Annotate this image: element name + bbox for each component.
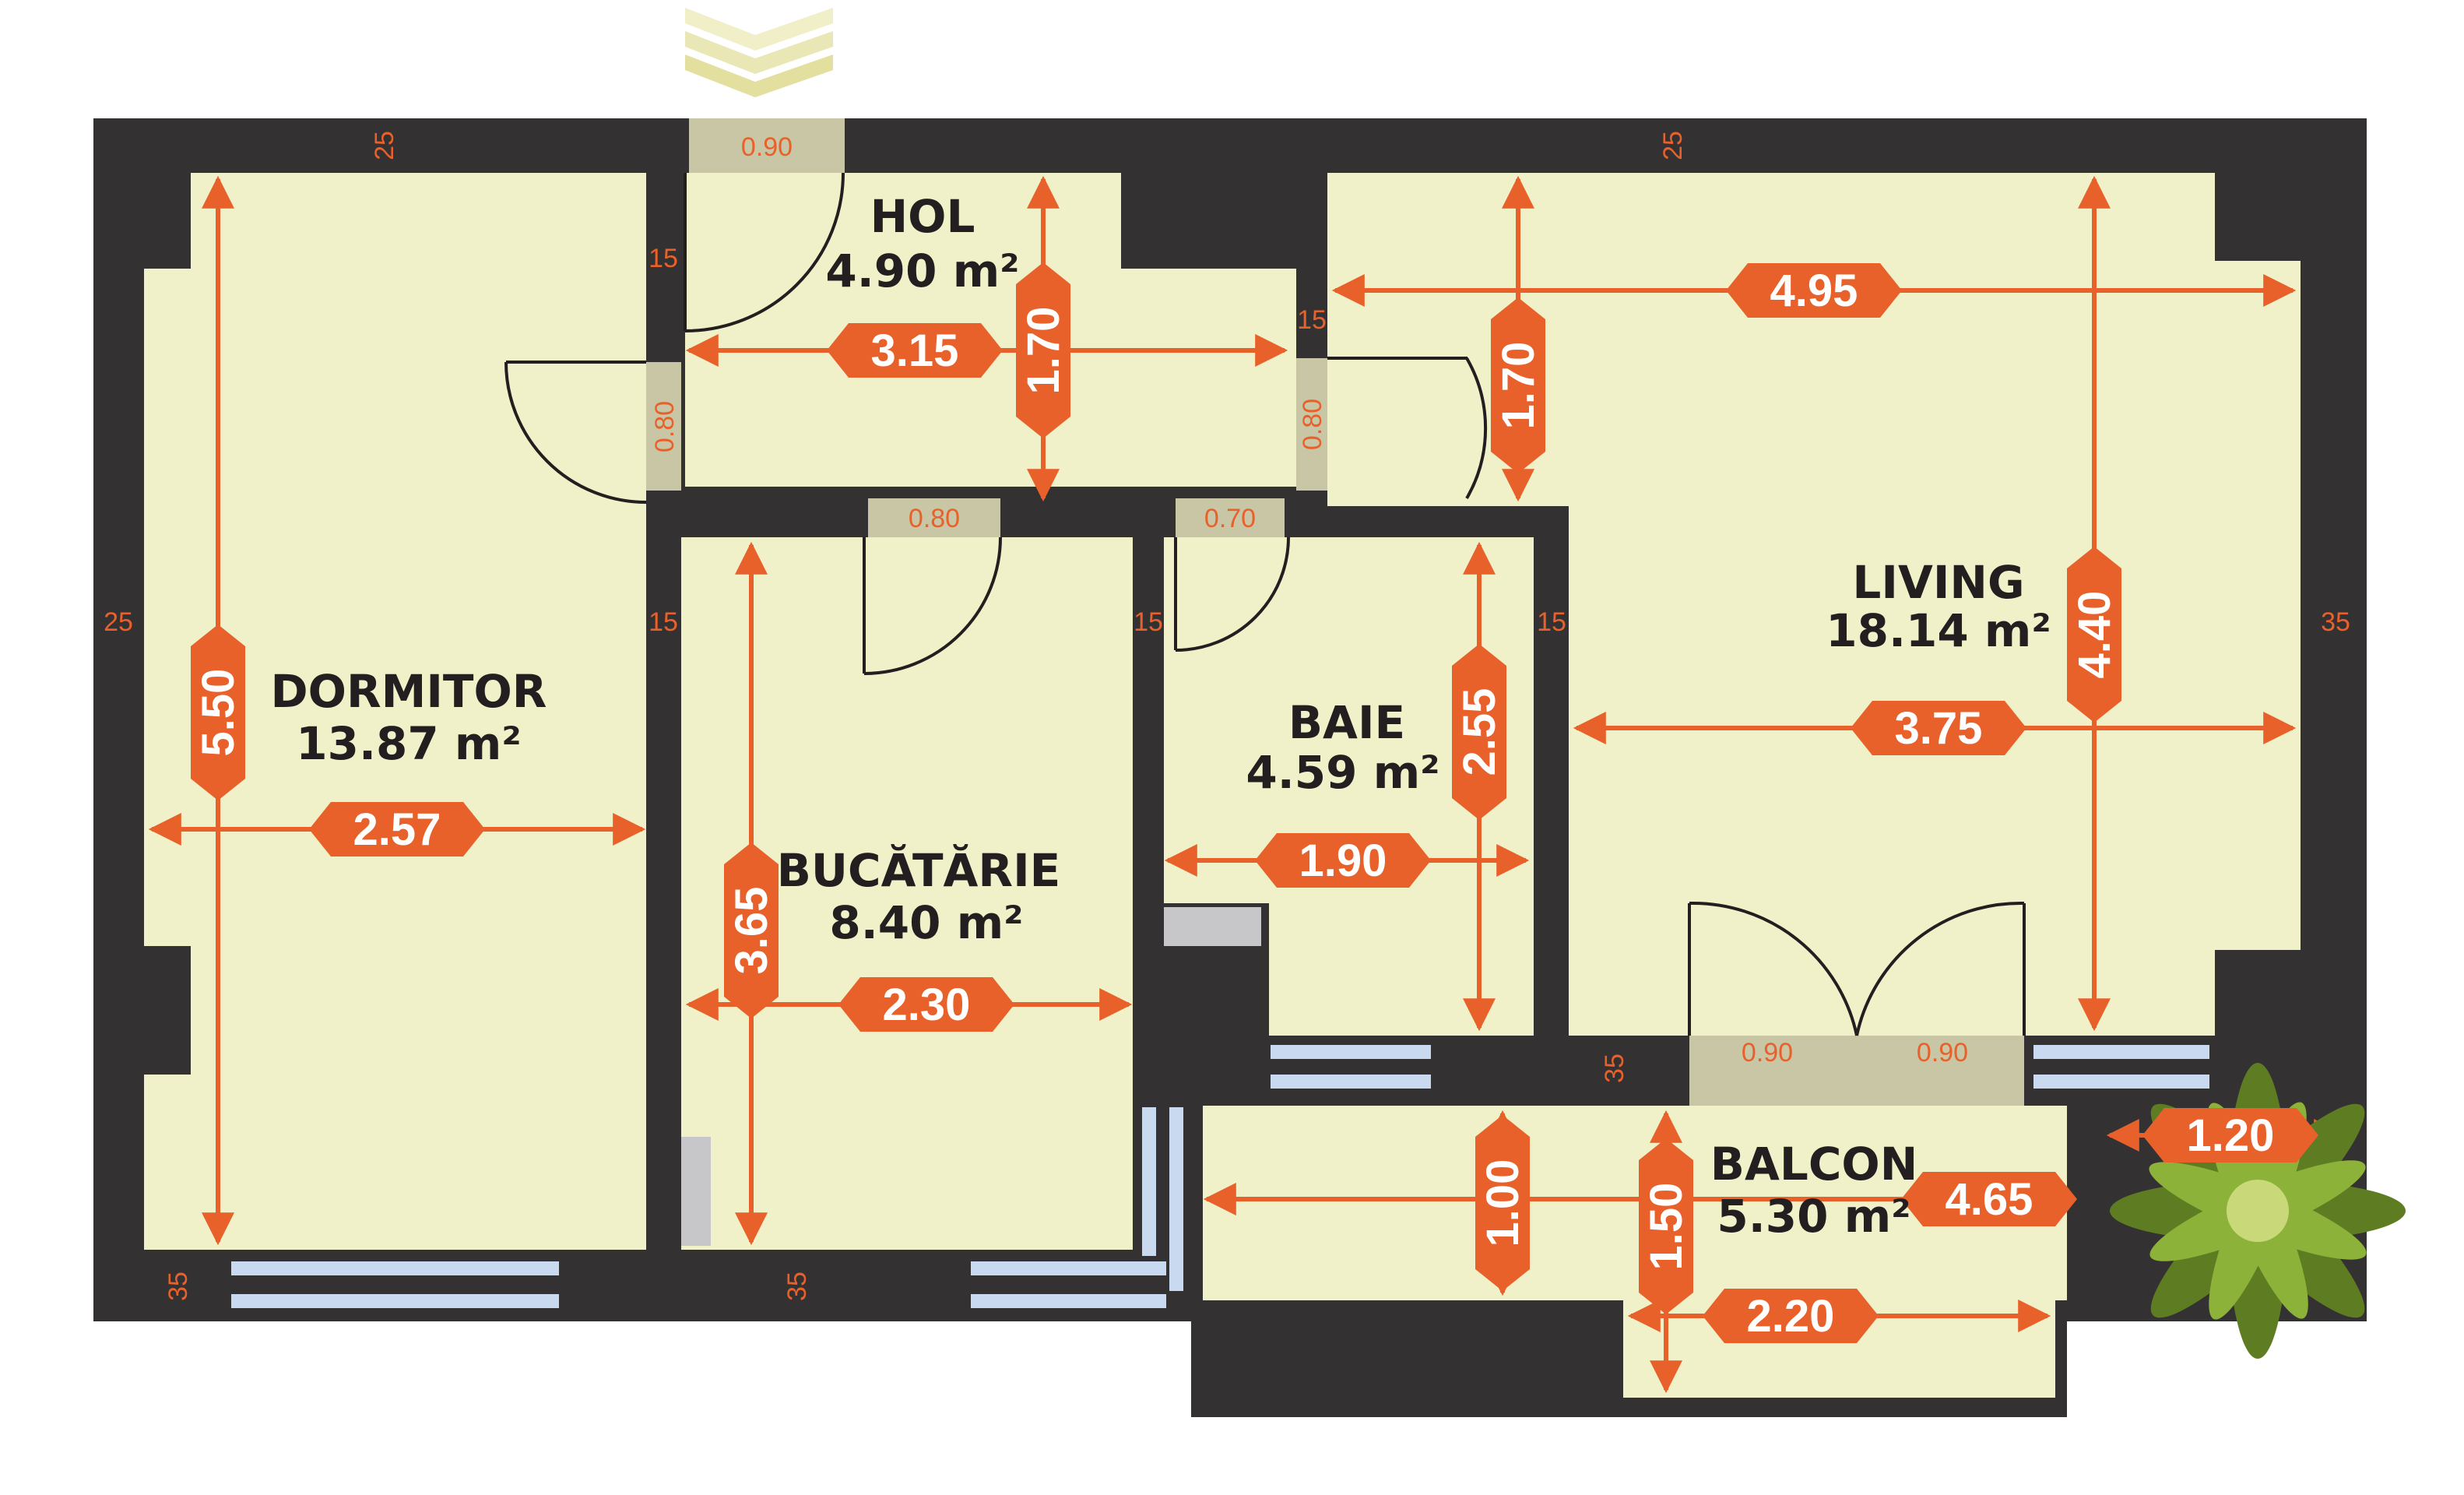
- thickness-label: 15: [1134, 607, 1163, 637]
- dimension-badge-plate: [1475, 1115, 1530, 1291]
- dimension-badge-plate: [1901, 1172, 2077, 1226]
- thickness-label: 15: [1537, 607, 1566, 637]
- door-width-label: 0.80: [650, 401, 680, 452]
- dimension-label: 2.20: [1747, 1291, 1835, 1342]
- room-area-bucatarie: 8.40 m²: [829, 896, 1023, 949]
- dimension-badge: 1.70: [1491, 297, 1545, 473]
- dimension-badge: 1.90: [1255, 833, 1431, 888]
- dimension-badge-plate: [309, 802, 485, 857]
- dimension-badge-plate: [2067, 547, 2121, 723]
- thickness-label: 35: [1600, 1054, 1629, 1083]
- thickness-label: 35: [163, 1272, 193, 1301]
- dimension-label: 1.50: [1641, 1183, 1692, 1271]
- dimension-badge: 1.50: [1639, 1138, 1693, 1314]
- room-name-baie: BAIE: [1288, 696, 1405, 749]
- dimension-badges: 3.15 1.70 4.95 1.70 4.40 3.75 5.50 2.57 3.65 2.30…: [191, 262, 2318, 1343]
- door-width-label: 0.90: [1917, 1038, 1968, 1068]
- door-width-label: 0.70: [1204, 504, 1256, 533]
- dimension-label: 4.95: [1770, 266, 1858, 316]
- dimension-badge-plate: [1639, 1138, 1693, 1314]
- room-area-balcon: 5.30 m²: [1717, 1190, 1910, 1243]
- dimension-badge-plate: [827, 323, 1003, 378]
- dimension-badge-plate: [1255, 833, 1431, 888]
- room-name-balcon: BALCON: [1710, 1138, 1917, 1191]
- dimension-label: 1.20: [2187, 1110, 2275, 1161]
- dimension-badge-plate: [1452, 644, 1506, 820]
- door-width-label: 0.80: [1298, 399, 1327, 450]
- dimension-label: 3.65: [726, 887, 777, 975]
- windows: [228, 1042, 2213, 1311]
- room-area-living: 18.14 m²: [1826, 604, 2051, 657]
- thickness-label: 25: [370, 131, 399, 160]
- room-name-bucatarie: BUCĂTĂRIE: [777, 843, 1061, 897]
- room-area-baie: 4.59 m²: [1246, 746, 1439, 799]
- room-area-hol: 4.90 m²: [825, 244, 1019, 297]
- dimension-label: 1.00: [1478, 1159, 1528, 1247]
- fixtures: [681, 907, 1261, 1246]
- dimension-label: 1.90: [1299, 835, 1387, 886]
- dimension-badge-plate: [838, 977, 1014, 1032]
- door-width-labels: 0.90 0.80 0.80 0.80 0.70 0.90 0.90: [650, 132, 1968, 1068]
- dimension-badge-plate: [1016, 262, 1070, 438]
- dimension-badge: 3.65: [724, 842, 779, 1018]
- dimension-badge-plate: [724, 842, 779, 1018]
- dimension-label: 2.30: [883, 980, 971, 1030]
- door-width-label: 0.80: [909, 504, 960, 533]
- dimension-badge: 5.50: [191, 624, 245, 800]
- door-width-label: 0.90: [741, 132, 793, 162]
- dimension-badge: 2.30: [838, 977, 1014, 1032]
- dimension-label: 1.70: [1493, 342, 1544, 430]
- thickness-label: 15: [1297, 305, 1327, 335]
- dimension-badge-plate: [1726, 263, 1902, 318]
- room-labels: HOL 4.90 m² DORMITOR 13.87 m² BUCĂTĂRIE …: [271, 190, 2051, 1243]
- door-openings: [646, 118, 2024, 1106]
- dimension-badge: 1.70: [1016, 262, 1070, 438]
- dimension-badge-plate: [2142, 1108, 2318, 1163]
- dimension-label: 4.65: [1946, 1174, 2033, 1225]
- door-swings: [504, 172, 2026, 1036]
- thickness-label: 15: [649, 607, 678, 637]
- room-name-dormitor: DORMITOR: [271, 665, 547, 718]
- room-name-living: LIVING: [1852, 556, 2024, 609]
- dimension-badge-plate: [1491, 297, 1545, 473]
- thickness-label: 35: [782, 1272, 812, 1301]
- wall-thickness-labels: 25 25 15 15 25 15 15 15 35 35 35 35 35: [104, 131, 2350, 1301]
- dimension-label: 3.75: [1895, 703, 1983, 754]
- room-name-hol: HOL: [870, 190, 975, 243]
- dimension-label: 2.55: [1454, 688, 1505, 776]
- dimension-label: 5.50: [193, 669, 244, 757]
- dimension-badge: 1.20: [2142, 1108, 2318, 1163]
- dimension-badge: 2.55: [1452, 644, 1506, 820]
- floors: [144, 173, 2301, 1398]
- dimension-label: 1.70: [1018, 307, 1069, 395]
- dimension-badge: 1.00: [1475, 1115, 1530, 1291]
- dimension-badge: 3.75: [1851, 701, 2026, 755]
- thickness-label: 15: [649, 244, 678, 273]
- door-width-label: 0.90: [1742, 1038, 1793, 1068]
- dimension-badge: 4.40: [2067, 547, 2121, 723]
- dimension-badge-plate: [191, 624, 245, 800]
- thickness-label: 35: [2321, 607, 2350, 637]
- thickness-label: 25: [1658, 131, 1688, 160]
- dimension-badge: 4.95: [1726, 263, 1902, 318]
- dimension-badge: 2.57: [309, 802, 485, 857]
- thickness-label: 25: [104, 607, 133, 637]
- dimension-label: 2.57: [353, 804, 441, 855]
- room-area-dormitor: 13.87 m²: [296, 717, 522, 770]
- dimension-badge-plate: [1703, 1289, 1879, 1343]
- dimension-badge-plate: [1851, 701, 2026, 755]
- dimension-badge: 3.15: [827, 323, 1003, 378]
- entrance-chevron-icon: [685, 8, 833, 97]
- dimension-badge: 4.65: [1901, 1172, 2077, 1226]
- dimension-label: 4.40: [2069, 591, 2120, 679]
- dimension-label: 3.15: [871, 325, 959, 376]
- plant-icon: [2110, 1063, 2406, 1359]
- dimension-badge: 2.20: [1703, 1289, 1879, 1343]
